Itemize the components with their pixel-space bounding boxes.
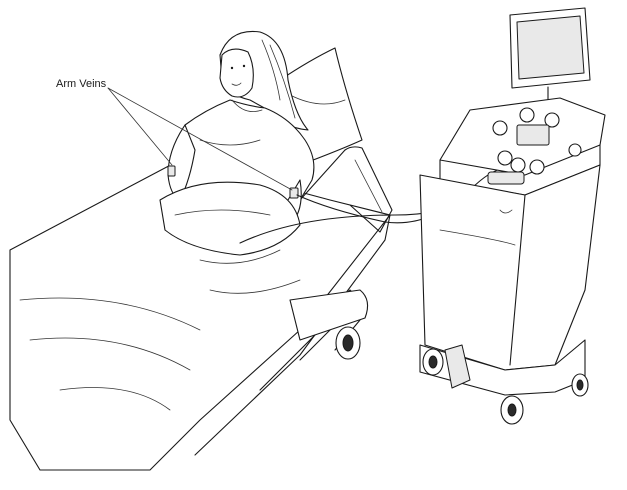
bed-wheel (336, 327, 360, 359)
apheresis-machine (420, 8, 605, 424)
patient (160, 31, 314, 255)
machine-wheel (572, 374, 588, 396)
machine-cabinet (420, 165, 600, 370)
arm-veins-label: Arm Veins (56, 78, 106, 90)
patient-face (220, 49, 253, 97)
needle-icon (168, 166, 175, 176)
machine-wheel (501, 396, 523, 424)
machine-wheel (423, 349, 443, 375)
monitor-icon (510, 8, 590, 100)
